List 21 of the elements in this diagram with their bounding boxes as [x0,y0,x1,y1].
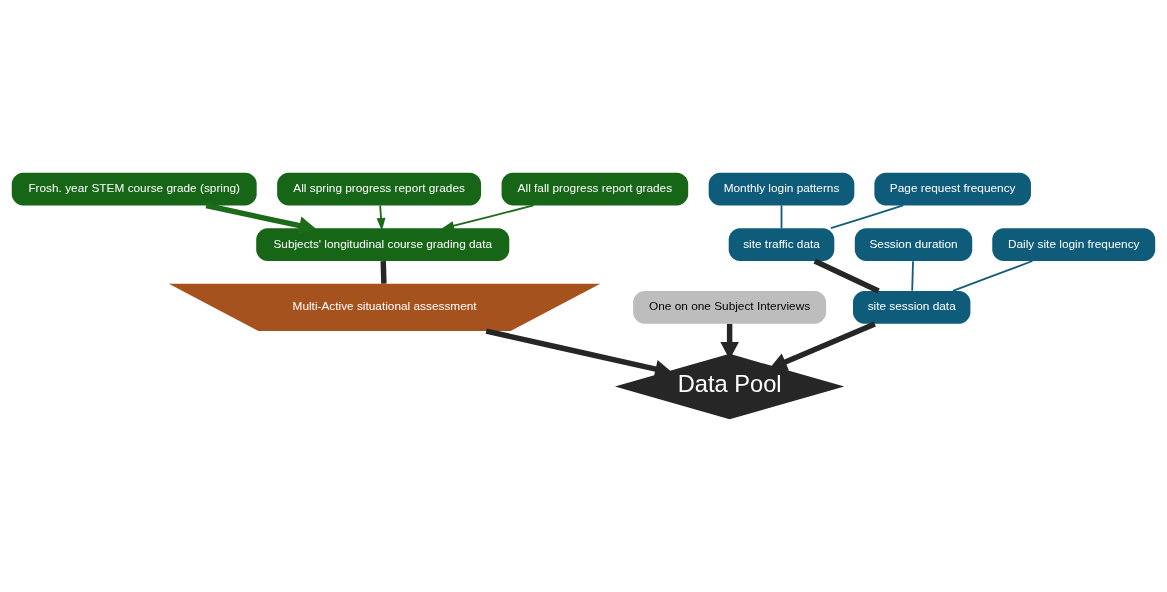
arrow [441,204,535,230]
node-box: Daily site login frequency [992,228,1156,261]
arrow [769,321,876,371]
node-box: All spring progress report grades [277,172,482,206]
node-box: Subjects' longitudinal course grading data [256,228,510,261]
node-box: One on one Subject Interviews [633,291,827,324]
connector [780,204,783,229]
arrow [485,328,673,379]
node-box: All fall progress report grades [501,172,689,206]
connector [952,260,1034,292]
node-box: Frosh. year STEM course grade (spring) [11,172,257,206]
node-box: site session data [853,291,971,324]
node-box: site traffic data [728,228,835,261]
node-box: Page request frequency [874,172,1031,206]
connector [830,204,905,230]
arrow [376,204,386,231]
connector [380,261,387,284]
connector [813,258,880,294]
node-box: Session duration [854,228,973,261]
connector [911,260,914,292]
node-box: Monthly login patterns [708,172,855,206]
